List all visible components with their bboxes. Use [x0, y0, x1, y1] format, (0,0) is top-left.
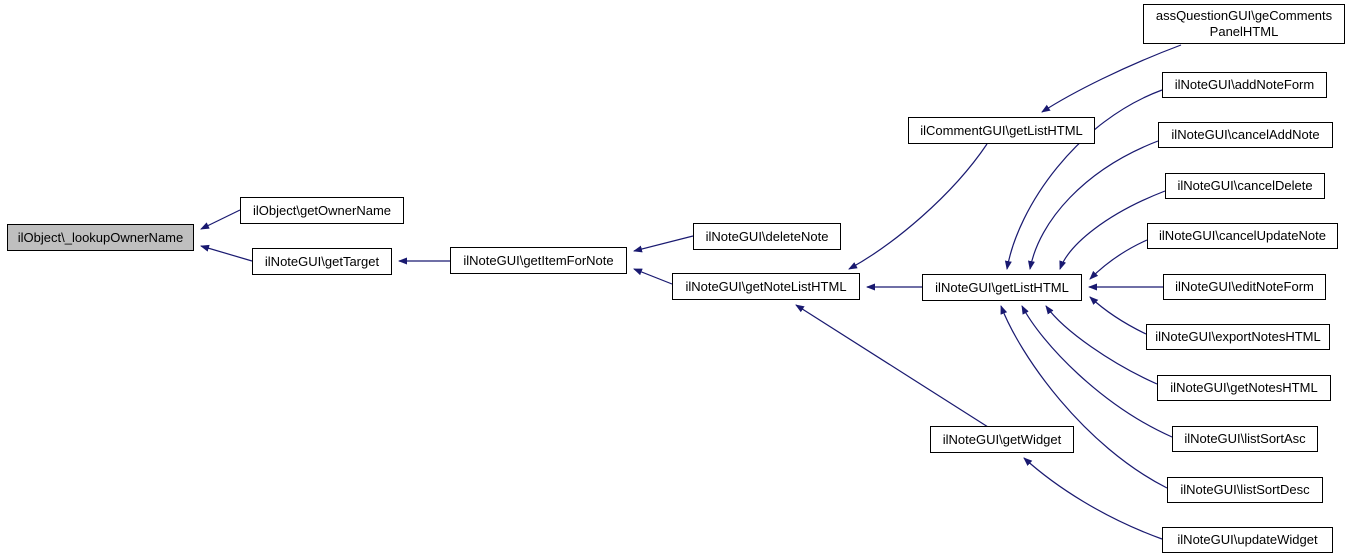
- node-cancel_delete[interactable]: ilNoteGUI\cancelDelete: [1165, 173, 1325, 199]
- node-label: ilNoteGUI\editNoteForm: [1175, 279, 1314, 294]
- edge-add_note_form-to-note_get_list_html: [1004, 89, 1163, 270]
- node-get_owner_name[interactable]: ilObject\getOwnerName: [240, 197, 404, 224]
- node-label: ilObject\getOwnerName: [253, 202, 391, 218]
- node-label: ilNoteGUI\getNoteListHTML: [685, 278, 847, 294]
- edge-get_notes_html-to-note_get_list_html: [1045, 305, 1158, 385]
- node-label: ilNoteGUI\getItemForNote: [463, 252, 614, 268]
- edge-comment_get_list_html-to-get_note_list_html: [848, 143, 988, 270]
- node-add_note_form[interactable]: ilNoteGUI\addNoteForm: [1162, 72, 1327, 98]
- node-note_get_list_html[interactable]: ilNoteGUI\getListHTML: [922, 274, 1082, 301]
- edge-get_note_list_html-to-get_item_for_note: [633, 268, 673, 285]
- node-get_notes_html[interactable]: ilNoteGUI\getNotesHTML: [1157, 375, 1331, 401]
- node-cancel_update_note[interactable]: ilNoteGUI\cancelUpdateNote: [1147, 223, 1338, 249]
- node-get_widget[interactable]: ilNoteGUI\getWidget: [930, 426, 1074, 453]
- node-label: ilNoteGUI\cancelAddNote: [1171, 127, 1320, 142]
- edge-cancel_update_note-to-note_get_list_html: [1089, 239, 1148, 280]
- node-get_target[interactable]: ilNoteGUI\getTarget: [252, 248, 392, 275]
- node-label: ilNoteGUI\getListHTML: [935, 279, 1069, 295]
- edge-list_sort_asc-to-note_get_list_html: [1021, 305, 1173, 438]
- node-label: ilCommentGUI\getListHTML: [920, 122, 1083, 138]
- node-lookup_owner_name: ilObject\_lookupOwnerName: [7, 224, 194, 251]
- node-label: ilNoteGUI\getNotesHTML: [1170, 380, 1318, 395]
- edge-update_widget-to-get_widget: [1023, 457, 1163, 540]
- node-label: ilNoteGUI\exportNotesHTML: [1155, 329, 1321, 344]
- edge-export_notes_html-to-note_get_list_html: [1089, 296, 1147, 335]
- node-label: ilNoteGUI\listSortAsc: [1184, 431, 1306, 446]
- node-update_widget[interactable]: ilNoteGUI\updateWidget: [1162, 527, 1333, 553]
- node-list_sort_asc[interactable]: ilNoteGUI\listSortAsc: [1172, 426, 1318, 452]
- node-label: ilNoteGUI\getTarget: [264, 253, 380, 269]
- node-label: ilNoteGUI\deleteNote: [705, 228, 829, 244]
- node-list_sort_desc[interactable]: ilNoteGUI\listSortDesc: [1167, 477, 1323, 503]
- edge-get_owner_name-to-lookup_owner_name: [200, 209, 241, 230]
- node-label: ilNoteGUI\cancelDelete: [1177, 178, 1313, 193]
- node-label: assQuestionGUI\geComments: [1155, 8, 1333, 23]
- edge-cancel_add_note-to-note_get_list_html: [1028, 140, 1159, 270]
- node-label: PanelHTML: [1209, 24, 1279, 39]
- node-get_note_list_html[interactable]: ilNoteGUI\getNoteListHTML: [672, 273, 860, 300]
- edge-list_sort_desc-to-note_get_list_html: [1000, 305, 1168, 489]
- node-label: ilNoteGUI\getWidget: [942, 431, 1062, 447]
- node-label: ilObject\_lookupOwnerName: [17, 229, 184, 245]
- node-label: ilNoteGUI\cancelUpdateNote: [1159, 228, 1326, 243]
- node-label: ilNoteGUI\updateWidget: [1177, 532, 1318, 547]
- edge-delete_note-to-get_item_for_note: [633, 235, 694, 253]
- node-label: ilNoteGUI\listSortDesc: [1180, 482, 1310, 497]
- edge-cancel_delete-to-note_get_list_html: [1059, 190, 1166, 270]
- node-get_item_for_note[interactable]: ilNoteGUI\getItemForNote: [450, 247, 627, 274]
- node-label: ilNoteGUI\addNoteForm: [1174, 77, 1315, 92]
- edge-get_widget-to-get_note_list_html: [795, 304, 989, 428]
- node-export_notes_html[interactable]: ilNoteGUI\exportNotesHTML: [1146, 324, 1330, 350]
- node-edit_note_form[interactable]: ilNoteGUI\editNoteForm: [1163, 274, 1326, 300]
- node-cancel_add_note[interactable]: ilNoteGUI\cancelAddNote: [1158, 122, 1333, 148]
- edge-get_target-to-lookup_owner_name: [200, 244, 253, 262]
- edge-ass_question_comments-to-comment_get_list_html: [1041, 44, 1182, 113]
- node-comment_get_list_html[interactable]: ilCommentGUI\getListHTML: [908, 117, 1095, 144]
- node-delete_note[interactable]: ilNoteGUI\deleteNote: [693, 223, 841, 250]
